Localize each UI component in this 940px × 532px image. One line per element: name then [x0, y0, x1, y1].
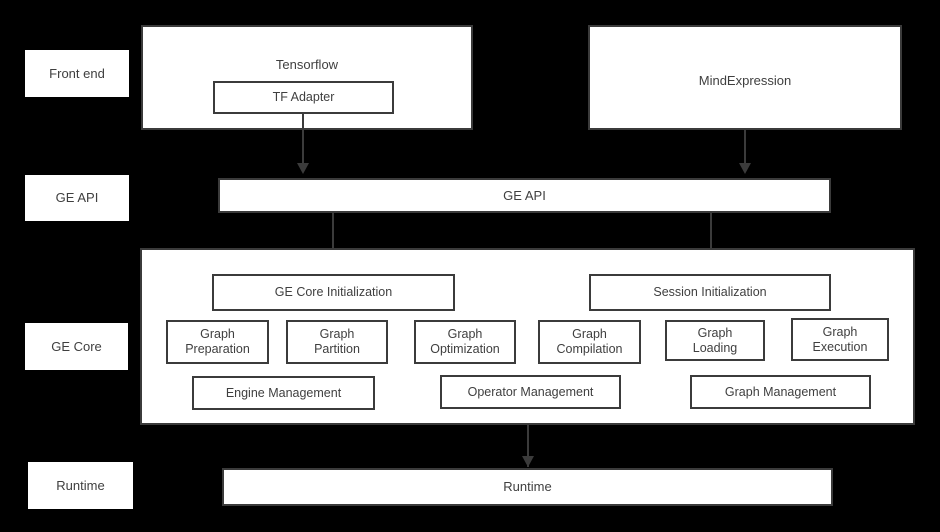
module-graph-optimization-label: Graph Optimization: [430, 327, 500, 356]
tf-adapter-box[interactable]: TF Adapter: [213, 81, 394, 114]
stage-label-ge-core-text: GE Core: [51, 338, 102, 354]
module-graph-partition[interactable]: Graph Partition: [286, 320, 388, 364]
mindexpression-group: MindExpression: [588, 25, 902, 130]
ge-api-bar[interactable]: GE API: [218, 178, 831, 213]
module-graph-compilation[interactable]: Graph Compilation: [538, 320, 641, 364]
management-operator[interactable]: Operator Management: [440, 375, 621, 409]
ge-core-initialization-label: GE Core Initialization: [274, 285, 393, 300]
module-graph-execution-label: Graph Execution: [812, 324, 868, 354]
arrowhead-mindexpression-to-ge-api: [739, 163, 751, 174]
stage-label-ge-api: GE API: [25, 175, 129, 221]
connector-ge-api-to-session-init: [710, 213, 712, 261]
arrowhead-tf-adapter-to-ge-api: [297, 163, 309, 174]
session-initialization-box[interactable]: Session Initialization: [589, 274, 831, 311]
connector-ge-api-to-ge-core-init: [332, 213, 334, 261]
module-graph-execution[interactable]: Graph Execution: [791, 318, 889, 361]
ge-api-bar-label: GE API: [503, 187, 546, 203]
management-graph-label: Graph Management: [724, 384, 837, 399]
connector-tf-adapter-to-ge-api: [302, 114, 304, 164]
management-engine[interactable]: Engine Management: [192, 376, 375, 410]
management-operator-label: Operator Management: [467, 384, 594, 399]
management-engine-label: Engine Management: [225, 385, 342, 400]
session-initialization-label: Session Initialization: [653, 285, 767, 300]
module-graph-loading[interactable]: Graph Loading: [665, 320, 765, 361]
stage-label-ge-api-text: GE API: [55, 190, 99, 206]
module-graph-partition-label: Graph Partition: [314, 327, 360, 356]
stage-label-ge-core: GE Core: [25, 323, 128, 370]
stage-label-runtime-text: Runtime: [56, 477, 105, 493]
stage-label-front-end-text: Front end: [49, 65, 105, 81]
stage-label-runtime: Runtime: [28, 462, 133, 509]
management-graph[interactable]: Graph Management: [690, 375, 871, 409]
connector-ge-core-to-runtime: [527, 425, 529, 467]
runtime-bar[interactable]: Runtime: [222, 468, 833, 506]
module-graph-optimization[interactable]: Graph Optimization: [414, 320, 516, 364]
tensorflow-group: Tensorflow: [141, 25, 473, 130]
mindexpression-title: MindExpression: [698, 73, 792, 88]
module-graph-compilation-label: Graph Compilation: [556, 327, 623, 356]
tensorflow-title: Tensorflow: [275, 57, 339, 72]
module-graph-preparation-label: Graph Preparation: [185, 327, 250, 356]
module-graph-loading-label: Graph Loading: [692, 325, 738, 355]
tf-adapter-label: TF Adapter: [272, 90, 335, 105]
module-graph-preparation[interactable]: Graph Preparation: [166, 320, 269, 364]
arrowhead-ge-core-to-runtime: [522, 456, 534, 467]
connector-mindexpression-to-ge-api: [744, 130, 746, 164]
ge-core-initialization-box[interactable]: GE Core Initialization: [212, 274, 455, 311]
runtime-bar-label: Runtime: [503, 479, 552, 495]
stage-label-front-end: Front end: [25, 50, 129, 97]
